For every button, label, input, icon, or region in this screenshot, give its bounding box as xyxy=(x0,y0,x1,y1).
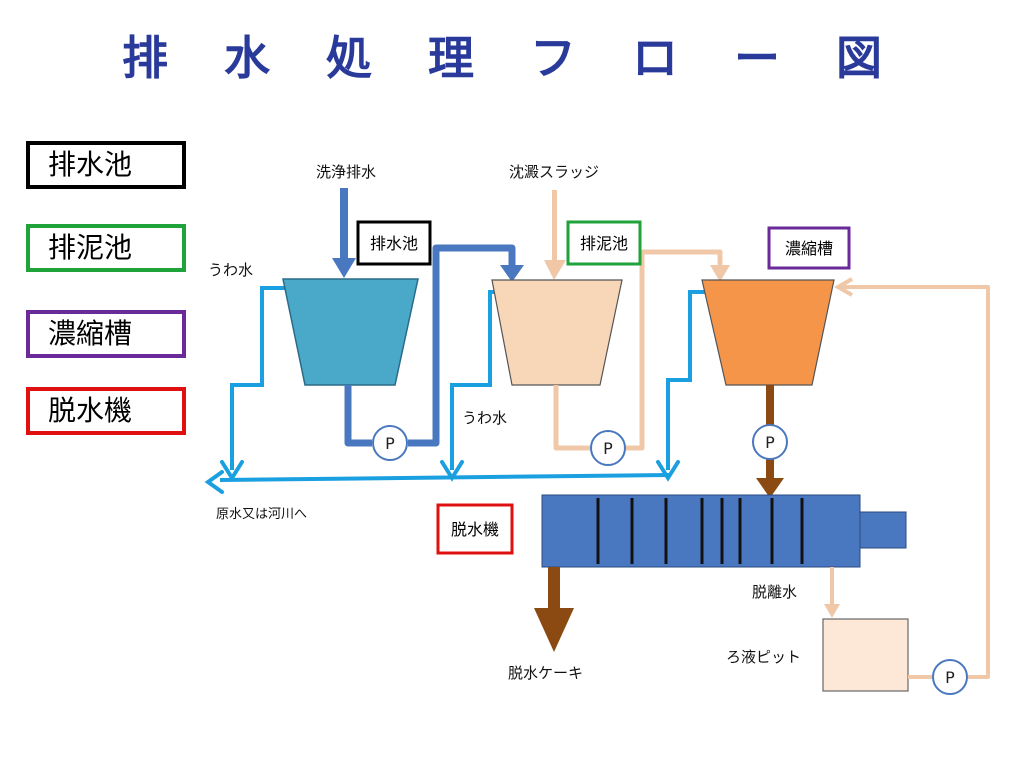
sludge-tank xyxy=(491,279,623,386)
thickener-tank xyxy=(701,279,835,386)
legend-dehydrator-label: 脱水機 xyxy=(48,394,133,427)
drain-tank-tag-label: 排水池 xyxy=(370,234,418,253)
sediment-sludge-inflow xyxy=(544,190,566,280)
cake-label: 脱水ケーキ xyxy=(508,664,583,682)
page-title: 排 水 処 理 フ ロ ー 図 xyxy=(121,31,903,85)
thickener-tag-label: 濃縮槽 xyxy=(785,239,833,258)
filtrate-line xyxy=(824,567,840,618)
legend-thickener: 濃縮槽 xyxy=(26,310,186,358)
discharge-line xyxy=(219,473,671,482)
pump-4: P xyxy=(932,659,968,695)
legend-thickener-label: 濃縮槽 xyxy=(48,317,133,350)
arrow-left-discharge xyxy=(204,470,224,494)
discharge-label: 原水又は河川へ xyxy=(216,507,307,522)
drain-tank xyxy=(282,278,419,386)
legend-drain-tank: 排水池 xyxy=(26,141,186,189)
pump-3: P xyxy=(752,424,788,460)
pump-2-symbol: P xyxy=(603,439,613,458)
sludge-transfer-pipe xyxy=(553,249,723,451)
thickener-tag: 濃縮槽 xyxy=(767,226,851,270)
arrow-down-3 xyxy=(656,460,680,482)
sludge-transfer-arrow xyxy=(710,265,730,282)
drain-tank-tag: 排水池 xyxy=(356,220,432,266)
dehydrator-tag-label: 脱水機 xyxy=(451,520,499,539)
sediment-sludge-label: 沈澱スラッジ xyxy=(509,163,599,181)
sludge-tank-tag-label: 排泥池 xyxy=(580,234,628,253)
drain-transfer-pipe xyxy=(344,244,516,447)
legend-dehydrator: 脱水機 xyxy=(26,387,186,435)
discharge-arrows xyxy=(204,460,680,494)
legend-sludge-tank: 排泥池 xyxy=(26,224,186,272)
pump-2: P xyxy=(590,430,626,466)
pump-3-symbol: P xyxy=(765,433,775,452)
legend-sludge-tank-label: 排泥池 xyxy=(48,231,133,264)
dehydrator-tag: 脱水機 xyxy=(436,503,514,555)
cake-outlet xyxy=(534,567,574,652)
drain-transfer-arrow xyxy=(500,265,524,282)
filtrate-pit-label: ろ液ピット xyxy=(726,648,801,666)
sludge-tank-tag: 排泥池 xyxy=(566,220,642,266)
supernatant-label-1: うわ水 xyxy=(208,261,253,279)
filtrate-label: 脱離水 xyxy=(752,583,797,601)
pump-1-symbol: P xyxy=(385,434,395,453)
filtrate-pit xyxy=(822,618,909,692)
arrow-down-1 xyxy=(220,460,244,482)
filtrate-return-arrow xyxy=(833,277,853,297)
pump-1: P xyxy=(372,425,408,461)
supernatant-pipe-2 xyxy=(450,290,505,470)
legend-drain-tank-label: 排水池 xyxy=(48,148,133,181)
supernatant-label-2: うわ水 xyxy=(462,409,507,427)
wash-water-inflow xyxy=(332,188,356,278)
filtrate-return-pipe xyxy=(840,285,990,679)
dehydrator-machine xyxy=(541,494,907,568)
dehydrator-screw-lines xyxy=(596,498,804,564)
thickener-to-dehydrator-pipe xyxy=(756,385,784,498)
supernatant-pipe-3 xyxy=(666,290,720,470)
supernatant-pipe-1 xyxy=(230,286,290,470)
pump-4-symbol: P xyxy=(945,668,955,687)
wash-water-label: 洗浄排水 xyxy=(316,163,376,181)
arrow-down-2 xyxy=(440,460,464,482)
